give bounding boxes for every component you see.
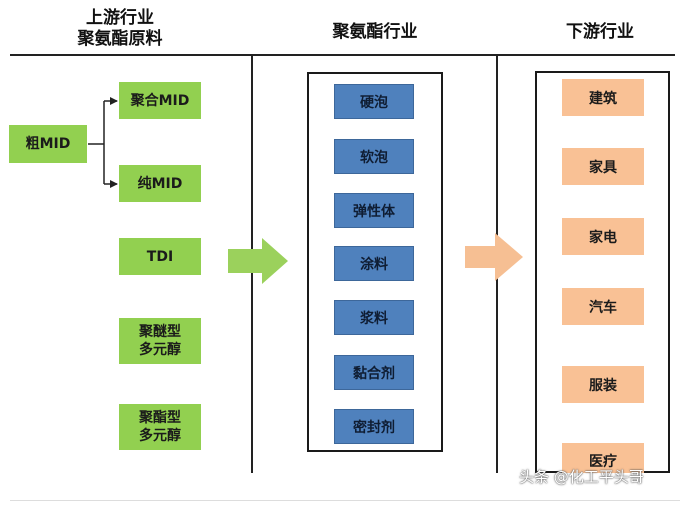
polyether-polyol-line2: 多元醇 [139, 342, 181, 358]
product-label: 弹性体 [353, 203, 395, 220]
header-divider [10, 54, 675, 56]
upstream-title: 上游行业 聚氨酯原料 [60, 8, 180, 50]
industry-box: 家电 [562, 218, 644, 255]
industry-label: 汽车 [589, 299, 617, 316]
product-label: 硬泡 [360, 94, 388, 111]
midstream-title: 聚氨酯行业 [332, 22, 418, 42]
industry-label: 医疗 [589, 454, 617, 470]
downstream-frame [535, 71, 670, 473]
product-box: 硬泡 [334, 84, 414, 119]
green-flow-arrow [228, 238, 288, 284]
pure-mdi-box: 纯MID [119, 165, 201, 202]
product-label: 浆料 [360, 310, 388, 327]
crude-mdi-box: 粗MID [9, 125, 87, 163]
bracket-connector [88, 97, 118, 188]
upstream-title-line2: 聚氨酯原料 [77, 29, 163, 49]
polymeric-mdi-label: 聚合MID [130, 92, 190, 109]
product-label: 黏合剂 [353, 365, 395, 382]
industry-box: 建筑 [562, 79, 644, 116]
industry-box: 家具 [562, 148, 644, 185]
product-label: 涂料 [360, 256, 388, 273]
downstream-title: 下游行业 [566, 22, 634, 42]
product-label: 密封剂 [353, 419, 395, 436]
product-box: 弹性体 [334, 193, 414, 228]
industry-label: 建筑 [589, 90, 617, 107]
industry-label: 家具 [589, 159, 617, 176]
product-box: 密封剂 [334, 409, 414, 444]
polyether-polyol-line1: 聚醚型 [139, 324, 181, 340]
industry-label: 家电 [589, 229, 617, 246]
product-box: 黏合剂 [334, 355, 414, 390]
industry-box: 服装 [562, 366, 644, 403]
product-box: 浆料 [334, 300, 414, 335]
polyester-polyol-line2: 多元醇 [139, 428, 181, 444]
industry-box: 汽车 [562, 288, 644, 325]
tdi-box: TDI [119, 238, 201, 275]
product-label: 软泡 [360, 149, 388, 166]
watermark-text: 头条 @化工平头哥 [519, 468, 644, 486]
crude-mdi-label: 粗MID [25, 136, 71, 152]
tdi-label: TDI [146, 248, 174, 265]
polyether-polyol-box: 聚醚型 多元醇 [119, 318, 201, 364]
orange-flow-arrow [465, 233, 523, 281]
polyester-polyol-line1: 聚酯型 [139, 410, 181, 426]
product-box: 软泡 [334, 139, 414, 174]
industry-box: 医疗 [562, 443, 644, 473]
pure-mdi-label: 纯MID [137, 175, 183, 192]
industry-label: 服装 [589, 377, 617, 394]
polymeric-mdi-box: 聚合MID [119, 82, 201, 119]
polyurethane-products-frame [307, 72, 443, 452]
polyester-polyol-box: 聚酯型 多元醇 [119, 404, 201, 450]
upstream-title-line1: 上游行业 [86, 8, 154, 28]
product-box: 涂料 [334, 246, 414, 281]
bottom-divider [10, 500, 680, 501]
